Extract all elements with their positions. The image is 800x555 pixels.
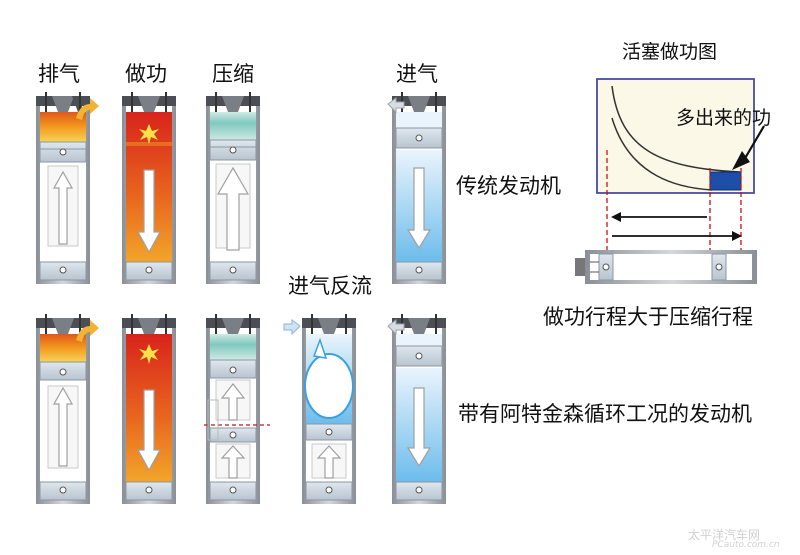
- watermark-text: 太平洋汽车网: [688, 528, 761, 542]
- cylinder-power-top: [122, 92, 176, 284]
- extra-work-label: 多出来的功: [676, 107, 772, 129]
- pv-expansion-curve: [611, 85, 741, 173]
- cylinder-intake-top: [387, 92, 446, 284]
- cylinder-exhaust-top: [36, 92, 99, 284]
- label-intake-top: 进气: [396, 62, 438, 86]
- caption-traditional-engine: 传统发动机: [456, 174, 561, 198]
- label-exhaust-top: 排气: [38, 62, 80, 86]
- caption-atkinson-engine: 带有阿特金森循环工况的发动机: [458, 402, 752, 426]
- cylinder-intake-bottom: [387, 314, 446, 504]
- stroke-caption: 做功行程大于压缩行程: [543, 305, 753, 329]
- label-reverse-flow: 进气反流: [288, 274, 372, 298]
- extra-work-pointer-head: [732, 151, 750, 170]
- watermark-url: PCauto.com.cn: [712, 540, 780, 550]
- label-power-top: 做功: [125, 62, 167, 86]
- horizontal-cylinder: [575, 250, 757, 284]
- extra-work-pointer: [743, 125, 765, 161]
- extra-work-area: [709, 171, 742, 191]
- pv-compression-curve: [611, 117, 713, 191]
- cylinder-reverse-flow-bottom: [283, 314, 356, 504]
- pv-work-chart: [596, 78, 765, 253]
- cylinder-compression-top: [206, 92, 260, 284]
- label-compression-top: 压缩: [212, 62, 254, 86]
- pv-chart-title: 活塞做功图: [622, 41, 718, 63]
- cylinder-compression-bottom: [204, 314, 270, 504]
- cylinder-power-bottom: [122, 314, 176, 504]
- cylinder-exhaust-bottom: [36, 314, 99, 504]
